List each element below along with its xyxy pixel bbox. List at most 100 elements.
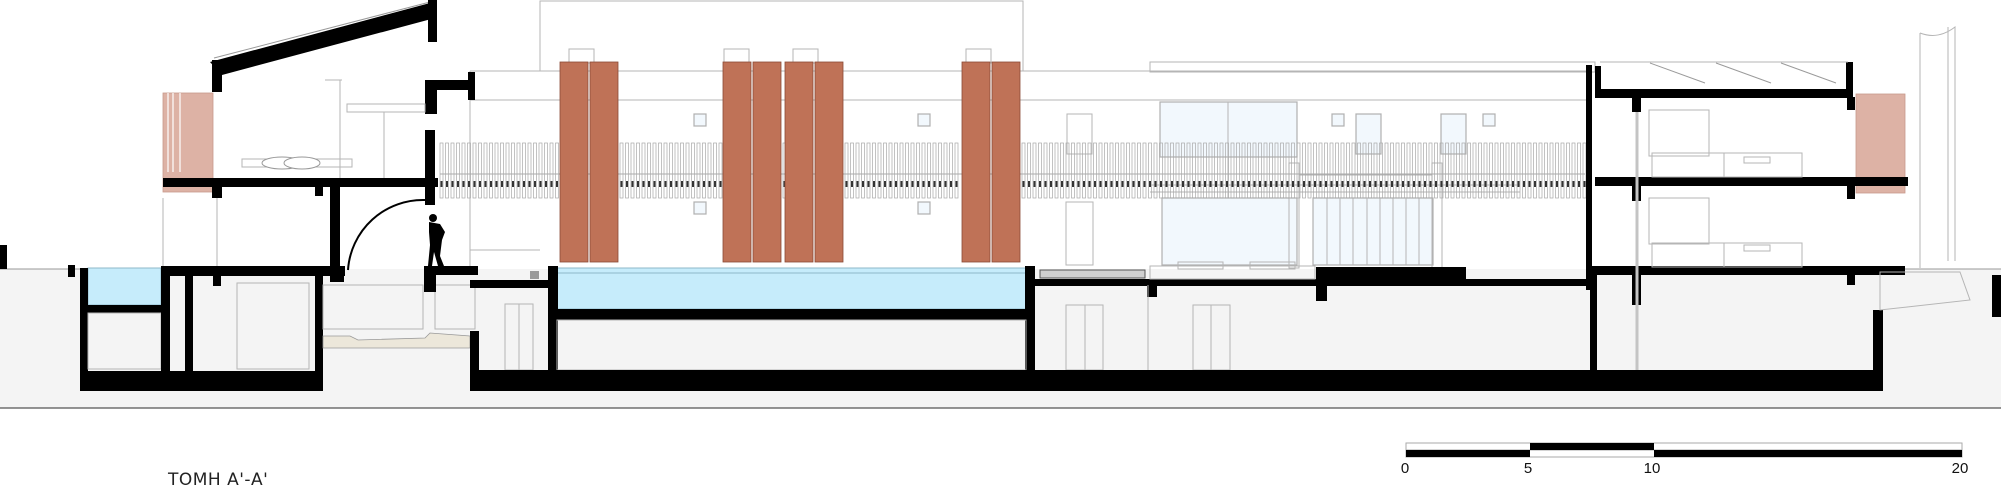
balustrade-slat [1527,142,1532,199]
balustrade-slat-fixing [884,181,886,187]
balustrade-slat-fixing [556,181,558,187]
balustrade-slat-fixing [1022,181,1025,187]
balustrade-slat [1500,142,1504,199]
balustrade-slat [1175,142,1180,199]
balustrade-slat-fixing [1572,181,1575,187]
balustrade-slat [1269,142,1273,199]
balustrade-slat-fixing [545,181,547,187]
balustrade-slat [1065,142,1070,199]
balustrade-slat [549,142,554,199]
balustrade-slat-fixing [620,181,623,187]
balustrade-slat-fixing [1187,181,1190,187]
balustrade-slat-fixing [517,181,520,187]
balustrade-slat-fixing [1176,181,1179,187]
balustrade-slat-fixing [637,181,639,187]
balustrade-slat-fixing [1209,181,1212,187]
balustrade-slat [1197,142,1202,199]
balustrade-slat [538,142,543,199]
balustrade-slat-fixing [1204,181,1206,187]
balustrade-slat-fixing [1440,181,1443,187]
balustrade-slat-fixing [889,181,892,187]
balustrade-slat [1153,142,1158,199]
balustrade-slat [652,142,657,199]
balustrade-slat-fixing [851,181,853,187]
balustrade-slat [445,142,449,199]
balustrade-slat-fixing [457,181,459,187]
balustrade-slat [1368,142,1372,199]
balustrade-slat-fixing [1418,181,1421,187]
balustrade-slat [1104,142,1108,199]
balustrade-slat-fixing [1512,181,1514,187]
balustrade-slat [450,142,455,199]
balustrade-slat-fixing [659,181,661,187]
balustrade-slat-fixing [1484,181,1487,187]
balustrade-slat [1346,142,1350,199]
balustrade-slat-fixing [512,181,514,187]
balustrade-slat-fixing [1550,181,1553,187]
balustrade-slat-fixing [1457,181,1459,187]
balustrade-slat [1170,142,1174,199]
balustrade-slat-fixing [1545,181,1547,187]
balustrade-slat [1434,142,1438,199]
balustrade-slat-fixing [1033,181,1036,187]
balustrade-slat [1384,142,1389,199]
balustrade-slat-fixing [1105,181,1107,187]
balustrade-slat-fixing [506,181,509,187]
balustrade-slat [943,142,948,199]
balustrade-slat [1461,142,1466,199]
balustrade-slat-fixing [1385,181,1388,187]
balustrade-slat-fixing [1297,181,1300,187]
balustrade-slat [1483,142,1488,199]
balustrade-slat [1329,142,1334,199]
balustrade-slat-fixing [1402,181,1404,187]
balustrade-slat-fixing [1193,181,1195,187]
balustrade-slat-fixing [1061,181,1063,187]
balustrade-slat [707,142,712,199]
balustrade-slat [713,142,717,199]
balustrade-slat [544,142,548,199]
balustrade-slat [1516,142,1521,199]
scale-segment-0-5-lower [1406,450,1530,457]
scale-bar [1405,442,1963,458]
balustrade-slat-fixing [1363,181,1366,187]
balustrade-slat [1395,142,1400,199]
balustrade-slat [1582,142,1587,199]
balustrade-slat-fixing [1039,181,1041,187]
balustrade-slat [1373,142,1378,199]
balustrade-slat-fixing [1121,181,1124,187]
balustrade-slat-fixing [1292,181,1294,187]
balustrade-slat-fixing [1583,181,1586,187]
balustrade-slat [494,142,499,199]
balustrade-slat [861,142,865,199]
balustrade-slat [1489,142,1493,199]
balustrade-slat-fixing [473,181,476,187]
balustrade-slat [1192,142,1196,199]
balustrade-slat-fixing [653,181,656,187]
balustrade-slat-fixing [1143,181,1146,187]
balustrade-slat-fixing [1369,181,1371,187]
balustrade-slat-fixing [1561,181,1564,187]
balustrade-slat [1533,142,1537,199]
balustrade-slat-fixing [783,181,786,187]
balustrade-slat-fixing [1413,181,1415,187]
balustrade-slat [1390,142,1394,199]
balustrade-slat [1219,142,1224,199]
balustrade-slat [1379,142,1383,199]
balustrade-slat-fixing [1539,181,1542,187]
balustrade-slat [636,142,640,199]
scale-label-10: 10 [1643,460,1661,477]
balustrade-slat-fixing [1050,181,1052,187]
balustrade-slat [1241,142,1246,199]
balustrade-slat [478,142,482,199]
balustrade-slat-fixing [873,181,875,187]
balustrade-slat-fixing [1253,181,1256,187]
balustrade-slat [674,142,679,199]
balustrade-slat-fixing [1462,181,1465,187]
balustrade-slat-fixing [703,181,705,187]
balustrade-slat [718,142,723,199]
balustrade-slat-fixing [1347,181,1349,187]
balustrade-slat-fixing [900,181,903,187]
balustrade-slat [511,142,515,199]
balustrade-slat [691,142,695,199]
balustrade-slat [1511,142,1515,199]
